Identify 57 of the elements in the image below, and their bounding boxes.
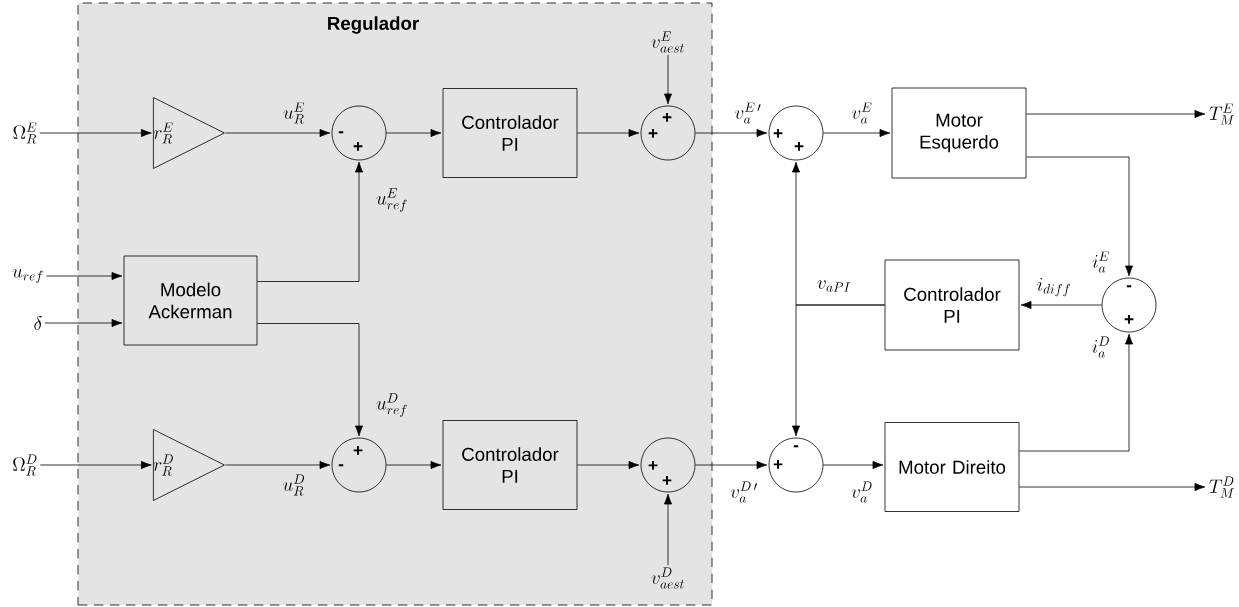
block-box: Modelo Ackerman — [123, 255, 258, 346]
summing-junction: + + — [640, 437, 696, 493]
signal-label: $u_{ref}$ — [10, 267, 46, 285]
block-box: Controlador PI — [442, 420, 578, 510]
block-box: Motor Esquerdo — [891, 87, 1027, 179]
signal-label: $\delta$ — [31, 314, 45, 332]
gain-triangle: $r_{R}^{D}$ — [153, 429, 225, 501]
signal-label: $i_{diff}$ — [1037, 277, 1070, 297]
arrow — [39, 460, 152, 470]
arrow — [663, 493, 673, 566]
arrow — [257, 323, 364, 437]
arrow — [695, 460, 768, 470]
arrow — [257, 161, 364, 282]
arrow — [1026, 156, 1134, 277]
arrow — [791, 304, 885, 437]
arrow — [1026, 109, 1206, 119]
arrow — [386, 460, 442, 470]
signal-label: $\Omega_{R}^{E}$ — [10, 120, 40, 146]
summing-junction: + - — [331, 437, 387, 493]
signal-label: $v_{a}^{E\,\prime}$ — [735, 102, 761, 124]
arrow — [225, 128, 331, 138]
arrow — [823, 460, 884, 470]
signal-label: $i_{a}^{D}$ — [1092, 336, 1109, 358]
arrow — [44, 318, 123, 328]
block-box: Controlador PI — [884, 259, 1020, 351]
signal-label: $v_{a}^{E}$ — [852, 102, 872, 124]
arrow — [386, 128, 442, 138]
signal-label: $T_{M}^{E}$ — [1207, 101, 1238, 127]
block-box: Controlador PI — [442, 88, 578, 178]
arrow — [577, 460, 640, 470]
signal-label: $u_{R}^{D}$ — [283, 474, 305, 496]
signal-label: $i_{a}^{E}$ — [1092, 251, 1109, 273]
summing-junction: + + — [768, 105, 824, 161]
arrow — [39, 128, 152, 138]
arrow — [663, 54, 673, 105]
signal-label: $u_{ref}^{E}$ — [376, 188, 407, 212]
signal-label: $v_{a}^{D\,\prime}$ — [730, 481, 758, 503]
signal-label: $v_{aPI}$ — [817, 280, 851, 292]
signal-label: $u_{R}^{E}$ — [283, 102, 304, 124]
signal-label: $u_{ref}^{D}$ — [376, 393, 407, 417]
summing-junction: - + — [1101, 277, 1157, 333]
signal-label: $T_{M}^{D}$ — [1207, 474, 1238, 500]
summing-junction: - + — [768, 437, 824, 493]
summing-junction: - + — [331, 105, 387, 161]
arrow — [695, 128, 768, 138]
arrow — [823, 128, 891, 138]
signal-label: $v_{a}^{D}$ — [851, 481, 872, 503]
summing-junction: + + — [640, 105, 696, 161]
arrow — [45, 271, 123, 281]
arrow — [1019, 333, 1134, 452]
block-box: Motor Direito — [884, 422, 1020, 512]
gain-triangle: $r_{R}^{E}$ — [153, 97, 225, 169]
arrow — [1019, 482, 1206, 492]
arrow — [577, 128, 640, 138]
arrow — [1020, 300, 1102, 310]
signal-label: $\Omega_{R}^{D}$ — [10, 452, 40, 478]
arrow — [225, 460, 331, 470]
